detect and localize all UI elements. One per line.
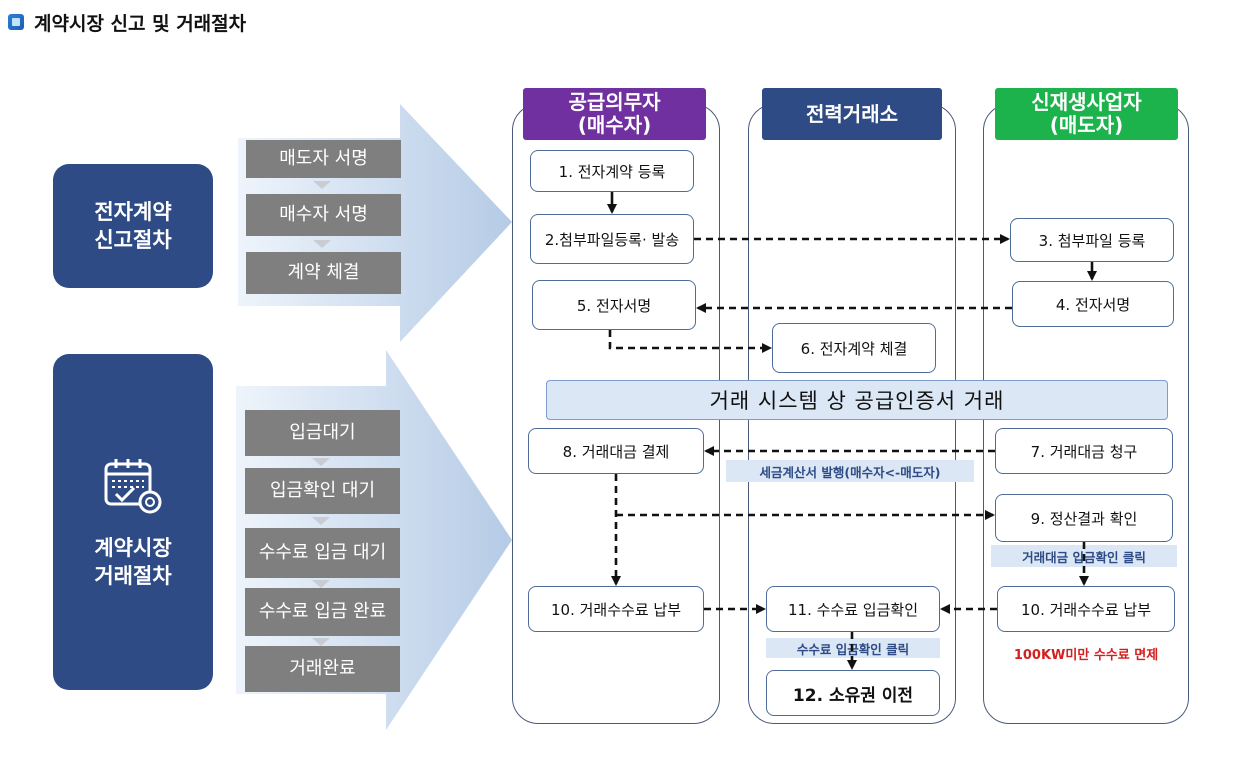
step-await-deposit: 입금대기 [245, 410, 400, 456]
node-4-esign: 4. 전자서명 [1012, 281, 1174, 327]
node-5-esign: 5. 전자서명 [532, 280, 696, 330]
note-fee-exempt: 100KW미만 수수료 면제 [993, 643, 1179, 663]
node-6-contract-complete: 6. 전자계약 체결 [772, 323, 936, 373]
step-buyer-sign: 매수자 서명 [246, 194, 401, 236]
header-exchange: 전력거래소 [762, 88, 942, 140]
page-title: 계약시장 신고 및 거래절차 [34, 13, 247, 35]
step-seller-sign: 매도자 서명 [246, 140, 401, 178]
node-2-attach-send: 2.첨부파일등록· 발송 [530, 214, 694, 264]
chevron-down-icon [312, 517, 330, 525]
chevron-down-icon [313, 181, 331, 189]
arrow-5-to-6 [608, 330, 772, 353]
calendar-check-icon [104, 458, 162, 514]
node-1-contract-register: 1. 전자계약 등록 [530, 150, 694, 192]
node-3-attach-register: 3. 첨부파일 등록 [1010, 218, 1174, 262]
note-tax-invoice: 세금계산서 발행(매수자<-매도자) [726, 460, 974, 482]
header-seller-line1: 신재생사업자 [1031, 90, 1142, 114]
node-9-settlement-check: 9. 정산결과 확인 [995, 494, 1173, 542]
chevron-down-icon [313, 240, 331, 248]
header-seller: 신재생사업자 (매도자) [995, 88, 1178, 140]
header-buyer-line2: (매수자) [577, 113, 652, 137]
node-10-fee-payment-buyer: 10. 거래수수료 납부 [528, 586, 704, 632]
node-8-payment: 8. 거래대금 결제 [528, 428, 704, 474]
section1-line1: 전자계약 [94, 199, 172, 224]
chevron-down-icon [312, 638, 330, 646]
section1-line2: 신고절차 [94, 228, 172, 252]
chevron-down-icon [312, 580, 330, 588]
node-12-ownership-transfer: 12. 소유권 이전 [766, 670, 940, 716]
section-market-trading: 계약시장 거래절차 [53, 354, 213, 690]
section2-line1: 계약시장 [94, 535, 172, 560]
node-7-invoice: 7. 거래대금 청구 [995, 428, 1173, 474]
header-seller-line2: (매도자) [1049, 113, 1124, 137]
section2-line2: 거래절차 [94, 564, 172, 588]
banner-rec-trading: 거래 시스템 상 공급인증서 거래 [546, 380, 1168, 420]
node-10-fee-payment-seller: 10. 거래수수료 납부 [997, 586, 1175, 632]
chevron-down-icon [312, 458, 330, 466]
title-bullet-icon [8, 14, 24, 30]
step-fee-complete: 수수료 입금 완료 [245, 588, 400, 636]
step-trade-complete: 거래완료 [245, 646, 400, 692]
step-await-deposit-confirm: 입금확인 대기 [245, 468, 400, 514]
section-electronic-contract: 전자계약 신고절차 [53, 164, 213, 288]
header-buyer-line1: 공급의무자 [568, 90, 661, 114]
node-11-fee-confirm: 11. 수수료 입금확인 [766, 586, 940, 632]
step-fee-await: 수수료 입금 대기 [245, 528, 400, 578]
header-buyer: 공급의무자 (매수자) [523, 88, 706, 140]
step-contract-complete: 계약 체결 [246, 252, 401, 294]
